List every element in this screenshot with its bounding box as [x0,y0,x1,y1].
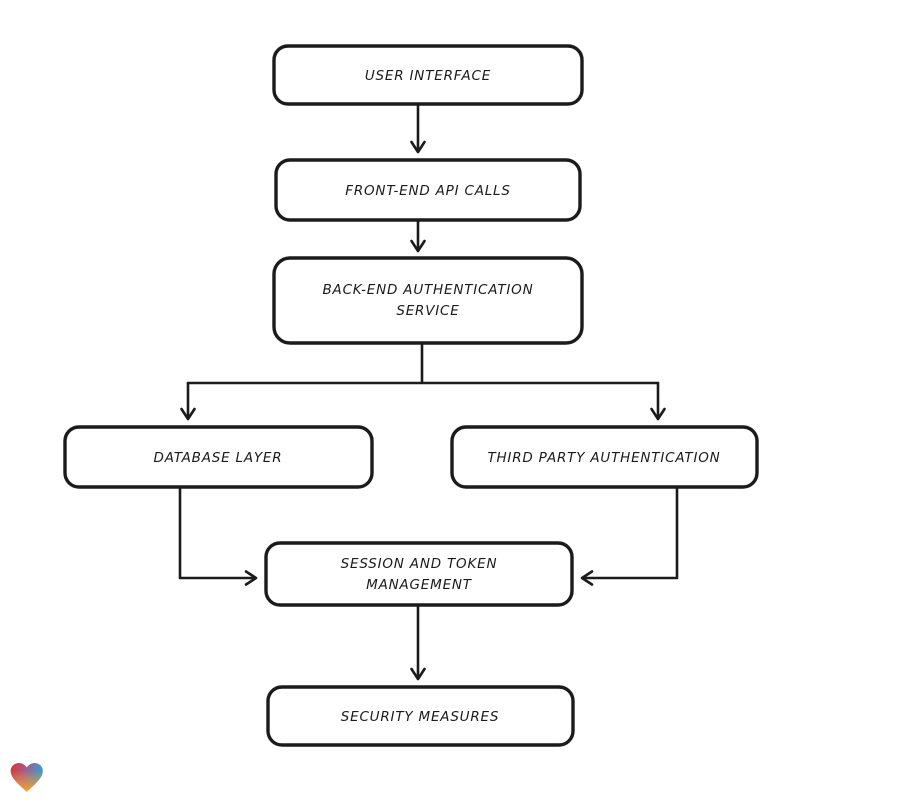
node-box [272,256,584,345]
node-label: DATABASE LAYER [154,450,283,466]
node-label: THIRD PARTY AUTHENTICATION [487,450,720,466]
node-session-and-token-management: SESSION AND TOKEN MANAGEMENT [264,541,574,607]
node-box [450,425,759,489]
node-label: FRONT-END API CALLS [345,183,511,199]
node-security-measures: SECURITY MEASURES [266,685,575,747]
edge-third-party-to-session-token [580,486,679,586]
node-back-end-authentication-service: BACK-END AUTHENTICATION SERVICE [272,256,584,345]
heart-icon-overlay [10,763,43,792]
node-database-layer: DATABASE LAYER [63,425,374,489]
node-box [272,44,584,106]
node-box [266,685,575,747]
node-box [264,541,574,607]
edge-branch-trunk [186,341,660,385]
node-label-line-2: MANAGEMENT [366,577,473,593]
gradient-heart-logo [10,763,43,792]
node-label-line-1: BACK-END AUTHENTICATION [322,282,533,298]
node-label: SECURITY MEASURES [341,709,500,725]
node-user-interface: USER INTERFACE [272,44,584,106]
node-third-party-authentication: THIRD PARTY AUTHENTICATION [450,425,759,489]
edges [178,103,679,681]
node-box [63,425,374,489]
node-front-end-api-calls: FRONT-END API CALLS [274,158,582,222]
node-label-line-1: SESSION AND TOKEN [341,556,498,572]
edge-database-layer-to-session-token [178,486,258,586]
node-label-line-2: SERVICE [396,303,459,319]
node-box [274,158,582,222]
node-label: USER INTERFACE [365,68,491,84]
